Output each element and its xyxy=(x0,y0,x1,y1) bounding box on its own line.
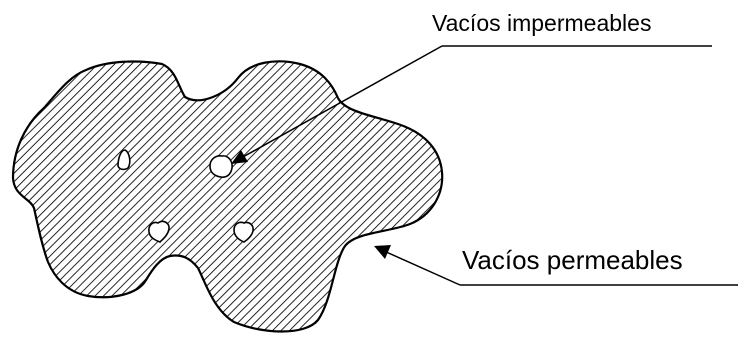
permeable-leader-line xyxy=(384,251,460,285)
impermeable-void xyxy=(210,156,232,177)
permeable-voids-label: Vacíos permeables xyxy=(462,247,683,273)
aggregate-particle xyxy=(13,61,442,331)
permeable-arrowhead xyxy=(374,245,391,259)
impermeable-voids-label: Vacíos impermeables xyxy=(432,12,651,35)
